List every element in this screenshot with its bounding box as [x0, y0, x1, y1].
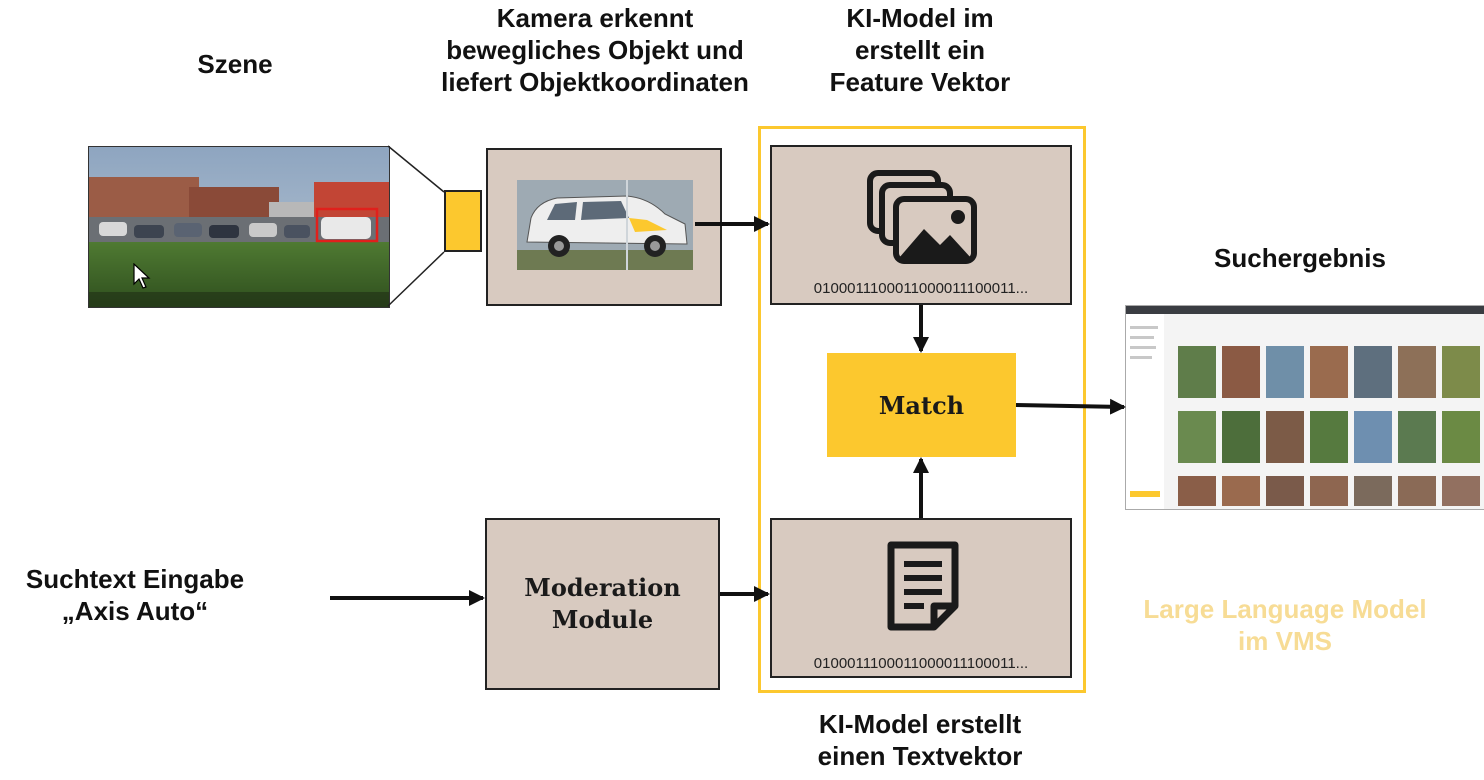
scene-label: Szene	[197, 49, 273, 79]
arrow-match-to-result	[1015, 398, 1126, 415]
cursor-icon	[133, 263, 151, 289]
search-input-label: Suchtext Eingabe „Axis Auto“	[25, 564, 245, 626]
camera-label: Kamera erkennt bewegliches Objekt und li…	[441, 3, 749, 97]
document-icon	[887, 541, 959, 631]
match-box: Match	[827, 353, 1016, 457]
car-image	[517, 180, 693, 270]
text-vector-bits: 0100011100011000011100011...	[813, 655, 1029, 672]
scene-image	[88, 146, 390, 308]
images-stack-icon	[867, 170, 977, 264]
moderation-module-box: Moderation Module	[485, 518, 720, 690]
search-result-screenshot	[1125, 305, 1484, 510]
text-vector-label: KI-Model erstellt einen Textvektor	[817, 709, 1023, 771]
text-vector-box: 0100011100011000011100011...	[770, 518, 1072, 678]
image-vector-box: 0100011100011000011100011...	[770, 145, 1072, 305]
object-crop-box	[486, 148, 722, 306]
match-label: Match	[878, 390, 965, 420]
feature-label: KI-Model im erstellt ein Feature Vektor	[829, 3, 1011, 97]
llm-label: Large Language Model im VMS	[1143, 594, 1427, 656]
camera-indicator	[444, 190, 482, 252]
result-label: Suchergebnis	[1214, 243, 1386, 273]
llm-frame	[758, 126, 1086, 693]
moderation-label: Moderation Module	[524, 573, 681, 634]
image-vector-bits: 0100011100011000011100011...	[813, 280, 1029, 297]
